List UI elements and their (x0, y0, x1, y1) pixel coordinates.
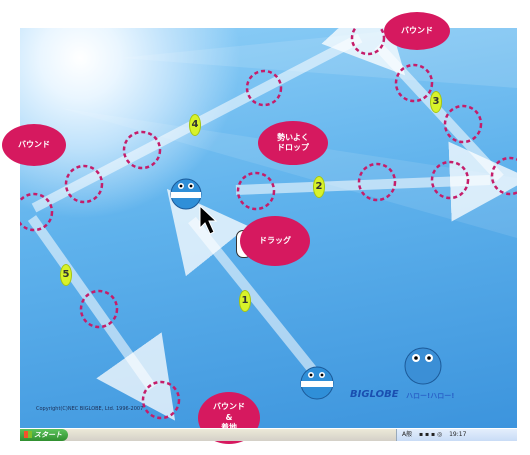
start-button[interactable]: スタート (20, 429, 68, 441)
bounce-point (394, 63, 434, 103)
bounce-point (350, 28, 386, 56)
bounce-point (64, 164, 104, 204)
step-badge-3: 3 (430, 91, 442, 113)
callout-drag: ドラッグ (240, 216, 310, 266)
bounce-point (79, 289, 119, 329)
bounce-point (141, 380, 181, 420)
tray-icons: ▪ ▪ ▪ ◎ (419, 431, 443, 438)
bounce-point (490, 156, 517, 196)
callout-drop: 勢いよく ドロップ (258, 121, 328, 165)
callout-bound-top: バウンド (384, 12, 450, 50)
biglobe-mascot-icon[interactable] (170, 178, 202, 210)
bounce-point (357, 162, 397, 202)
path-1-arrow (166, 188, 319, 377)
system-tray: A般 ▪ ▪ ▪ ◎ 19:17 (396, 429, 517, 441)
step-badge-5: 5 (60, 264, 72, 286)
step-badge-4: 4 (189, 114, 201, 136)
bounce-point (122, 130, 162, 170)
biglobe-mascot-icon[interactable] (300, 366, 334, 400)
clock[interactable]: 19:17 (449, 431, 467, 438)
bounce-point (443, 104, 483, 144)
step-badge-1: 1 (239, 290, 251, 312)
step-badge-2: 2 (313, 176, 325, 198)
bounce-point (245, 69, 283, 107)
bounce-point (430, 160, 470, 200)
biglobe-mascot-icon (404, 347, 442, 385)
path-2-arrow (235, 141, 517, 222)
bounce-point (236, 171, 276, 211)
cursor-arrow-icon (199, 204, 218, 235)
copyright-text: Copyright(C)NEC BIGLOBE, Ltd. 1996-2007 (36, 406, 144, 412)
start-label: スタート (34, 431, 62, 439)
taskbar: スタート A般 ▪ ▪ ▪ ◎ 19:17 (20, 428, 517, 441)
ime-indicator[interactable]: A般 (402, 431, 413, 438)
bounce-point (20, 192, 54, 232)
windows-logo-icon (24, 431, 32, 438)
desktop: 4 2 3 1 5 Copyright(C)NEC BIGLOBE, Ltd. … (20, 28, 517, 428)
brand-logo: BIGLOBE (350, 389, 399, 400)
brand-subtitle: ハロー!ハロー! (406, 392, 455, 400)
path-5-arrow (27, 215, 176, 421)
callout-bound-left: バウンド (2, 124, 66, 166)
